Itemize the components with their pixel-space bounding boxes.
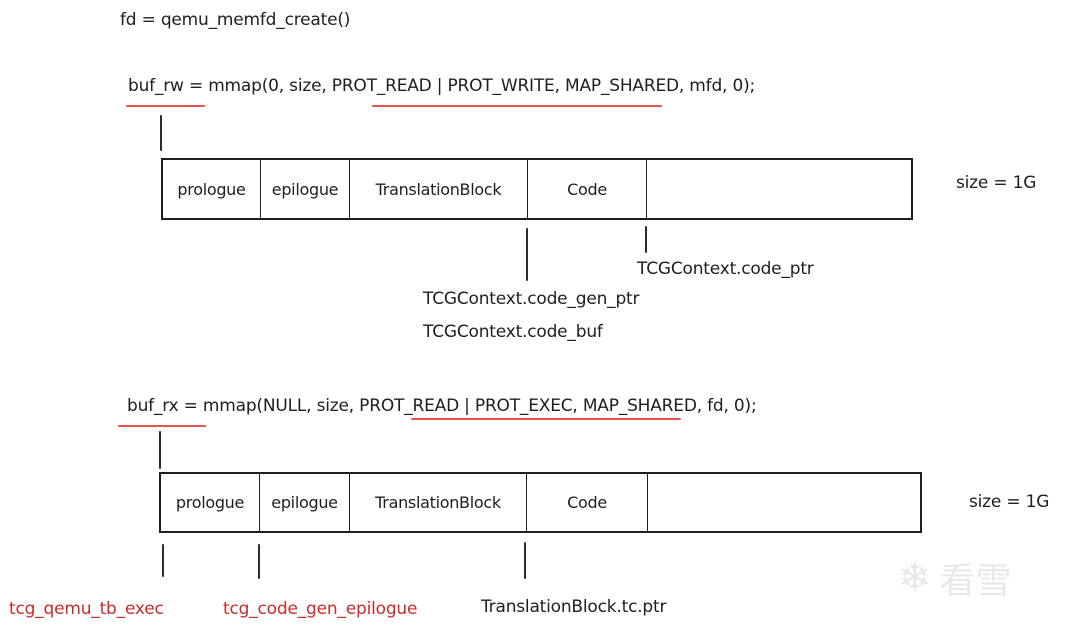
snowflake-icon: ❄ <box>898 555 932 601</box>
mmap-rx-args-post: , MAP_SHARED, fd, 0); <box>572 396 757 416</box>
prot-rx-flags: PROT_READ | PROT_EXEC <box>359 396 573 416</box>
rx-buffer-box: prologue epilogue TranslationBlock Code <box>159 472 922 533</box>
rx-segment-epilogue: epilogue <box>260 474 350 531</box>
memfd-create-line: fd = qemu_memfd_create() <box>120 10 351 30</box>
mmap-rw-args-post: , MAP_SHARED, mfd, 0); <box>554 76 756 96</box>
rw-segment-free <box>647 160 911 218</box>
prot-rx-underline <box>411 418 681 420</box>
rw-segment-epilogue: epilogue <box>261 160 350 218</box>
code-ptr-line <box>645 226 647 253</box>
mmap-rw-args-pre: = mmap(0, size, <box>183 76 332 96</box>
buf-rx-pointer-line <box>159 431 161 469</box>
rx-size-label: size = 1G <box>969 492 1050 512</box>
rw-segment-translationblock: TranslationBlock <box>350 160 528 218</box>
rw-size-label: size = 1G <box>956 173 1037 193</box>
tc-ptr-line <box>524 542 526 579</box>
rw-buffer-box: prologue epilogue TranslationBlock Code <box>161 158 913 220</box>
code-ptr-label: TCGContext.code_ptr <box>637 259 814 279</box>
rx-segment-free <box>648 474 920 531</box>
rw-segment-prologue: prologue <box>163 160 261 218</box>
rx-segment-code: Code <box>527 474 648 531</box>
tb-exec-label: tcg_qemu_tb_exec <box>9 599 164 619</box>
rx-segment-prologue: prologue <box>161 474 260 531</box>
epilogue-label: tcg_code_gen_epilogue <box>223 599 418 619</box>
watermark: ❄ 看雪 <box>898 552 1012 604</box>
mmap-rx-args-pre: = mmap(NULL, size, <box>178 396 360 416</box>
code-gen-ptr-label: TCGContext.code_gen_ptr <box>423 289 640 309</box>
tc-ptr-label: TranslationBlock.tc.ptr <box>481 597 667 617</box>
mmap-rx-line: buf_rx = mmap(NULL, size, PROT_READ | PR… <box>127 396 757 416</box>
buf-rw-var: buf_rw <box>128 76 184 96</box>
code-buf-label: TCGContext.code_buf <box>423 322 603 342</box>
buf-rx-var: buf_rx <box>127 396 179 416</box>
watermark-text: 看雪 <box>939 561 1012 602</box>
rx-segment-translationblock: TranslationBlock <box>350 474 527 531</box>
epilogue-line <box>258 544 260 579</box>
prot-rw-flags: PROT_READ | PROT_WRITE <box>331 76 555 96</box>
mmap-rw-line: buf_rw = mmap(0, size, PROT_READ | PROT_… <box>128 76 755 96</box>
buf-rw-underline <box>126 105 205 107</box>
rw-segment-code: Code <box>528 160 647 218</box>
tb-exec-line <box>162 544 164 577</box>
buf-rw-pointer-line <box>160 115 162 151</box>
buf-rx-underline <box>118 425 206 427</box>
code-gen-ptr-line <box>526 228 528 281</box>
prot-rw-underline <box>372 105 662 107</box>
